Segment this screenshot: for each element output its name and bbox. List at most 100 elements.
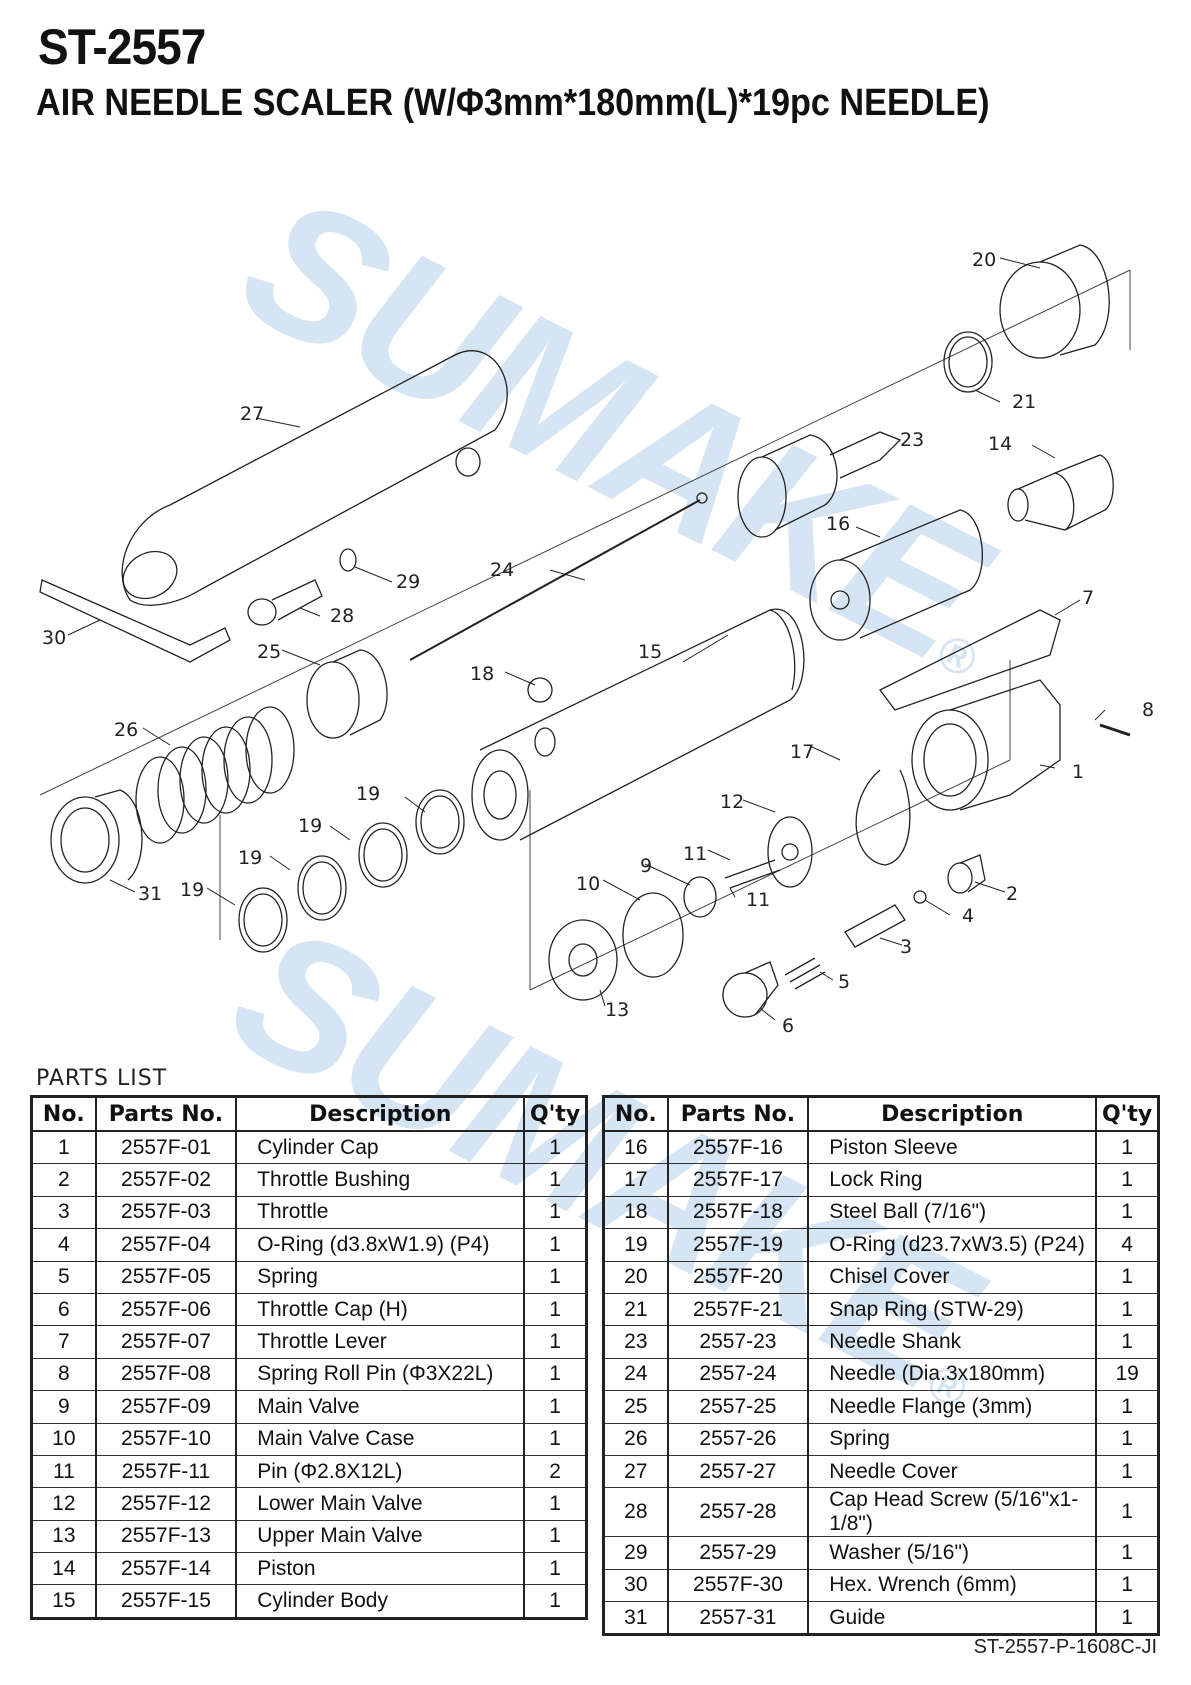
cell-description: Throttle Bushing (235, 1163, 526, 1197)
callout-1: 1 (1072, 761, 1084, 783)
cell-qty: 1 (1095, 1163, 1160, 1197)
table-header: No. Parts No. Description Q'ty (30, 1095, 588, 1132)
cell-qty: 1 (1095, 1130, 1160, 1165)
part-3-throttle (844, 904, 906, 948)
part-20-chisel-cover (999, 244, 1110, 359)
cell-part-no: 2557-24 (666, 1357, 810, 1392)
cell-part-no: 2557F-07 (94, 1325, 238, 1359)
cell-no: 20 (602, 1260, 669, 1294)
cell-description: Cylinder Cap (235, 1130, 526, 1165)
cell-qty: 1 (1095, 1422, 1160, 1456)
col-parts-no: Parts No. (94, 1095, 238, 1132)
cell-qty: 1 (1095, 1260, 1160, 1294)
part-18-steel-ball (527, 677, 553, 703)
cell-no: 19 (602, 1228, 669, 1262)
cell-part-no: 2557F-12 (94, 1487, 238, 1521)
cell-description: Spring Roll Pin (Φ3X22L) (235, 1357, 526, 1392)
callout-19b: 19 (298, 815, 322, 837)
cell-description: Piston (235, 1552, 526, 1586)
cell-part-no: 2557-31 (666, 1601, 810, 1636)
cell-qty: 1 (523, 1357, 588, 1392)
callout-29: 29 (396, 571, 420, 593)
cell-description: Snap Ring (STW-29) (807, 1292, 1098, 1327)
part-26-spring (135, 706, 295, 844)
cell-part-no: 2557F-11 (94, 1454, 238, 1489)
part-12-lower-main-valve (767, 816, 813, 888)
cell-description: Pin (Φ2.8X12L) (235, 1454, 526, 1489)
cell-description: Cap Head Screw (5/16"x1-1/8") (807, 1487, 1098, 1538)
callout-31: 31 (138, 883, 162, 905)
cell-qty: 1 (523, 1390, 588, 1424)
cell-qty: 1 (523, 1292, 588, 1327)
part-8-pin (1099, 723, 1131, 737)
cell-description: Main Valve (235, 1390, 526, 1424)
col-qty: Q'ty (523, 1095, 588, 1132)
cell-no: 13 (30, 1519, 97, 1554)
leader-lines (67, 257, 1106, 1021)
callout-25: 25 (257, 641, 281, 663)
cell-description: Steel Ball (7/16") (807, 1195, 1098, 1230)
guide-lines (39, 269, 1131, 991)
callout-9: 9 (640, 855, 652, 877)
part-14-piston (1007, 454, 1114, 531)
part-10-main-valve-case (622, 892, 684, 978)
callout-27: 27 (240, 403, 264, 425)
col-description: Description (807, 1095, 1098, 1132)
cell-qty: 1 (1095, 1601, 1160, 1636)
callout-21: 21 (1012, 391, 1036, 413)
cell-description: Spring (235, 1260, 526, 1294)
col-parts-no: Parts No. (666, 1095, 810, 1132)
part-24-needle (409, 499, 701, 661)
part-7-throttle-lever (879, 609, 1061, 711)
cell-part-no: 2557F-19 (666, 1228, 810, 1262)
cell-qty: 1 (1095, 1568, 1160, 1603)
cell-no: 23 (602, 1325, 669, 1359)
cell-part-no: 2557F-04 (94, 1228, 238, 1262)
exploded-diagram: 20 21 23 14 16 7 8 1 17 12 11 11 9 10 13… (39, 244, 1154, 1037)
cell-no: 12 (30, 1487, 97, 1521)
part-28-cap-screw (247, 579, 323, 626)
cell-description: Needle Flange (3mm) (807, 1390, 1098, 1424)
cell-description: Throttle Lever (235, 1325, 526, 1359)
callout-12: 12 (720, 791, 744, 813)
cell-description: Needle Cover (807, 1454, 1098, 1489)
callout-11a: 11 (683, 843, 707, 865)
cell-description: Needle Shank (807, 1325, 1098, 1359)
callout-26: 26 (114, 719, 138, 741)
cell-qty: 1 (1095, 1487, 1160, 1538)
part-25-needle-flange (306, 649, 388, 739)
cell-description: Throttle Cap (H) (235, 1292, 526, 1327)
cell-no: 16 (602, 1130, 669, 1165)
cell-qty: 2 (523, 1454, 588, 1489)
cell-no: 29 (602, 1536, 669, 1570)
callout-24: 24 (490, 559, 514, 581)
part-5-spring (784, 957, 826, 990)
callout-7: 7 (1082, 587, 1094, 609)
cell-part-no: 2557-27 (666, 1454, 810, 1489)
cell-qty: 1 (523, 1519, 588, 1554)
cell-part-no: 2557F-02 (94, 1163, 238, 1197)
cell-part-no: 2557F-30 (666, 1568, 810, 1603)
cell-no: 3 (30, 1195, 97, 1230)
cell-description: O-Ring (d3.8xW1.9) (P4) (235, 1228, 526, 1262)
cell-no: 28 (602, 1487, 669, 1538)
part-2-throttle-bushing (947, 854, 986, 894)
part-4-oring (913, 890, 927, 904)
